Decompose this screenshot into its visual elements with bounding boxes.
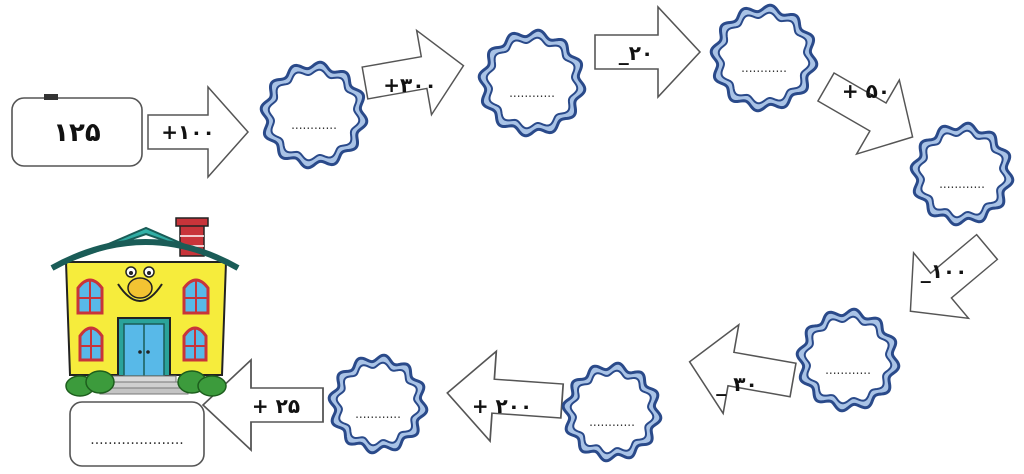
house-icon (52, 218, 238, 396)
window-icon (78, 280, 102, 313)
answer-circle-7[interactable]: ............ (329, 355, 427, 453)
window-icon (184, 280, 208, 313)
answer-blank-4: ............ (939, 177, 985, 191)
arrow-label-8: + ۲۵ (252, 394, 300, 418)
arrow-label-6: _ ۳۰ (716, 372, 757, 396)
final-blank: ..................... (90, 432, 183, 448)
arrow-2: +۳۰۰ (358, 24, 471, 126)
arrow-label-3: _۲۰ (619, 41, 653, 65)
answer-blank-1: ............ (291, 118, 337, 132)
answer-circle-1[interactable]: ............ (261, 62, 367, 168)
arrow-4: + ۵۰ (805, 50, 934, 174)
arrow-3: _۲۰ (595, 7, 700, 97)
answer-blank-5: ............ (825, 363, 871, 377)
window-icon (184, 328, 206, 360)
answer-circle-5[interactable]: ............ (797, 309, 899, 411)
answer-blank-6: ............ (589, 415, 635, 429)
arrow-label-4: + ۵۰ (842, 79, 890, 103)
arrow-label-1: +۱۰۰ (161, 120, 214, 144)
answer-circle-4[interactable]: ............ (911, 123, 1013, 225)
arrow-1: +۱۰۰ (148, 87, 248, 177)
arrow-label-7: + ۲۰۰ (472, 394, 532, 418)
arrow-5: _۱۰۰ (883, 214, 1015, 344)
arrow-6: _ ۳۰ (682, 317, 801, 424)
arrow-label-2: +۳۰۰ (383, 73, 436, 97)
answer-circle-2[interactable]: ............ (479, 30, 585, 136)
arrow-7: + ۲۰۰ (444, 348, 565, 446)
answer-blank-7: ............ (355, 407, 401, 421)
start-box: ۱۲۵ (12, 94, 142, 166)
answer-circle-3[interactable]: ............ (711, 5, 817, 111)
arrow-label-5: _۱۰۰ (921, 259, 968, 283)
window-icon (80, 328, 102, 360)
start-value: ۱۲۵ (53, 118, 101, 148)
answer-blank-2: ............ (509, 86, 555, 100)
answer-blank-3: ............ (741, 61, 787, 75)
answer-circle-6[interactable]: ............ (563, 363, 661, 461)
final-box[interactable]: ..................... (70, 402, 204, 466)
